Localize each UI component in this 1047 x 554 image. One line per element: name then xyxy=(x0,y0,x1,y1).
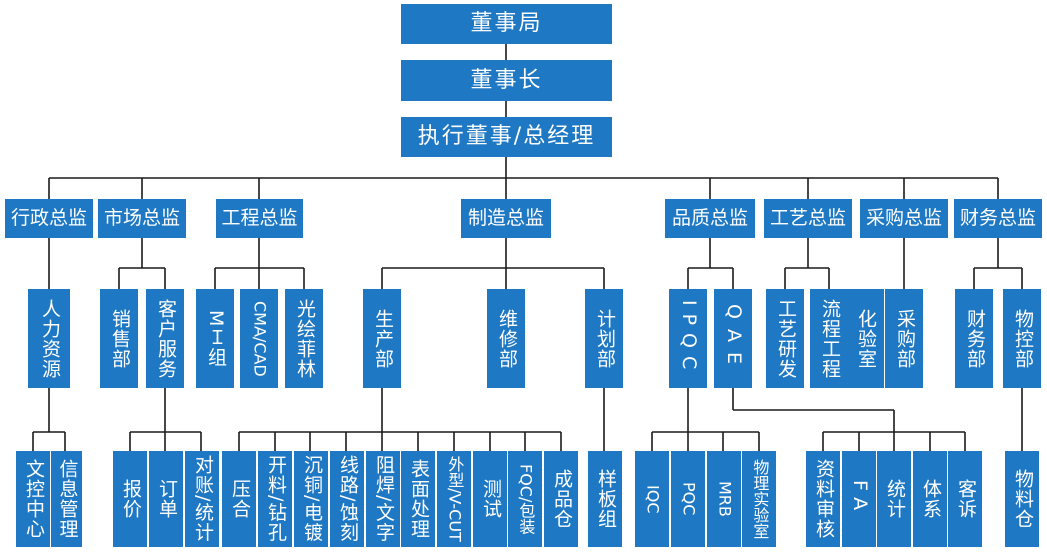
team-mrb: MRB xyxy=(707,451,741,547)
team-physics-lab: 物理实验室 xyxy=(742,451,776,547)
chairman-box: 董事长 xyxy=(401,60,612,101)
team-reconcile: 对账/统计 xyxy=(185,451,219,547)
team-lamination: 压合 xyxy=(222,451,256,547)
team-iqc: IQC xyxy=(635,451,669,547)
director-engineering: 工程总监 xyxy=(216,199,303,238)
team-system: 体系 xyxy=(913,451,947,547)
dept-process-rd: 工艺研发 xyxy=(766,289,804,388)
team-cutting-drilling: 开料/钻孔 xyxy=(258,451,292,547)
dept-cma-cad: CMA/CAD xyxy=(240,289,278,388)
dept-customer-service: 客户服务 xyxy=(146,289,184,388)
team-fg-warehouse: 成品仓 xyxy=(544,451,578,547)
dept-maintenance: 维修部 xyxy=(487,289,525,388)
director-market: 市场总监 xyxy=(98,199,186,238)
director-manufacturing: 制造总监 xyxy=(461,199,551,238)
dept-qae: QAE xyxy=(714,289,752,388)
dept-sales: 销售部 xyxy=(100,289,138,388)
team-surface: 表面处理 xyxy=(401,451,435,547)
board-box: 董事局 xyxy=(401,4,612,44)
dept-photo-film: 光绘菲林 xyxy=(285,289,323,388)
dept-material-control: 物控部 xyxy=(1003,289,1041,388)
team-solder-mask: 阻焊/文字 xyxy=(366,451,400,547)
team-fa: FA xyxy=(842,451,876,547)
team-doc-center: 文控中心 xyxy=(16,451,50,547)
team-plating: 沉铜/电镀 xyxy=(294,451,328,547)
dept-finance: 财务部 xyxy=(955,289,993,388)
dept-lab: 化验室 xyxy=(846,289,884,388)
director-purchasing: 采购总监 xyxy=(860,199,948,238)
dept-mi-group: MＩ组 xyxy=(196,289,234,388)
dept-process-eng: 流程工程 xyxy=(810,289,848,388)
team-sample: 样板组 xyxy=(588,451,622,547)
team-doc-review: 资料审核 xyxy=(806,451,840,547)
team-material-warehouse: 物料仓 xyxy=(1005,451,1039,547)
team-profile: 外型/V-CUT xyxy=(437,451,471,547)
team-stats: 统计 xyxy=(877,451,911,547)
team-quote: 报价 xyxy=(113,451,147,547)
team-circuit-etch: 线路/蚀刻 xyxy=(330,451,364,547)
team-fqc-packing: FQC/包装 xyxy=(508,451,542,547)
team-pqc: PQC xyxy=(671,451,705,547)
director-quality: 品质总监 xyxy=(665,199,755,238)
dept-planning: 计划部 xyxy=(585,289,623,388)
dept-hr: 人力资源 xyxy=(28,289,70,388)
director-finance: 财务总监 xyxy=(954,199,1042,238)
ceo-box: 执行董事/总经理 xyxy=(401,117,612,157)
director-process: 工艺总监 xyxy=(764,199,852,238)
dept-purchasing: 采购部 xyxy=(885,289,923,388)
director-admin: 行政总监 xyxy=(5,199,93,238)
team-complaint: 客诉 xyxy=(948,451,982,547)
team-info-mgmt: 信息管理 xyxy=(50,451,82,547)
team-testing: 测试 xyxy=(473,451,507,547)
dept-production: 生产部 xyxy=(363,289,401,388)
team-order: 订单 xyxy=(149,451,183,547)
dept-ipqc: IPQC xyxy=(669,289,707,388)
